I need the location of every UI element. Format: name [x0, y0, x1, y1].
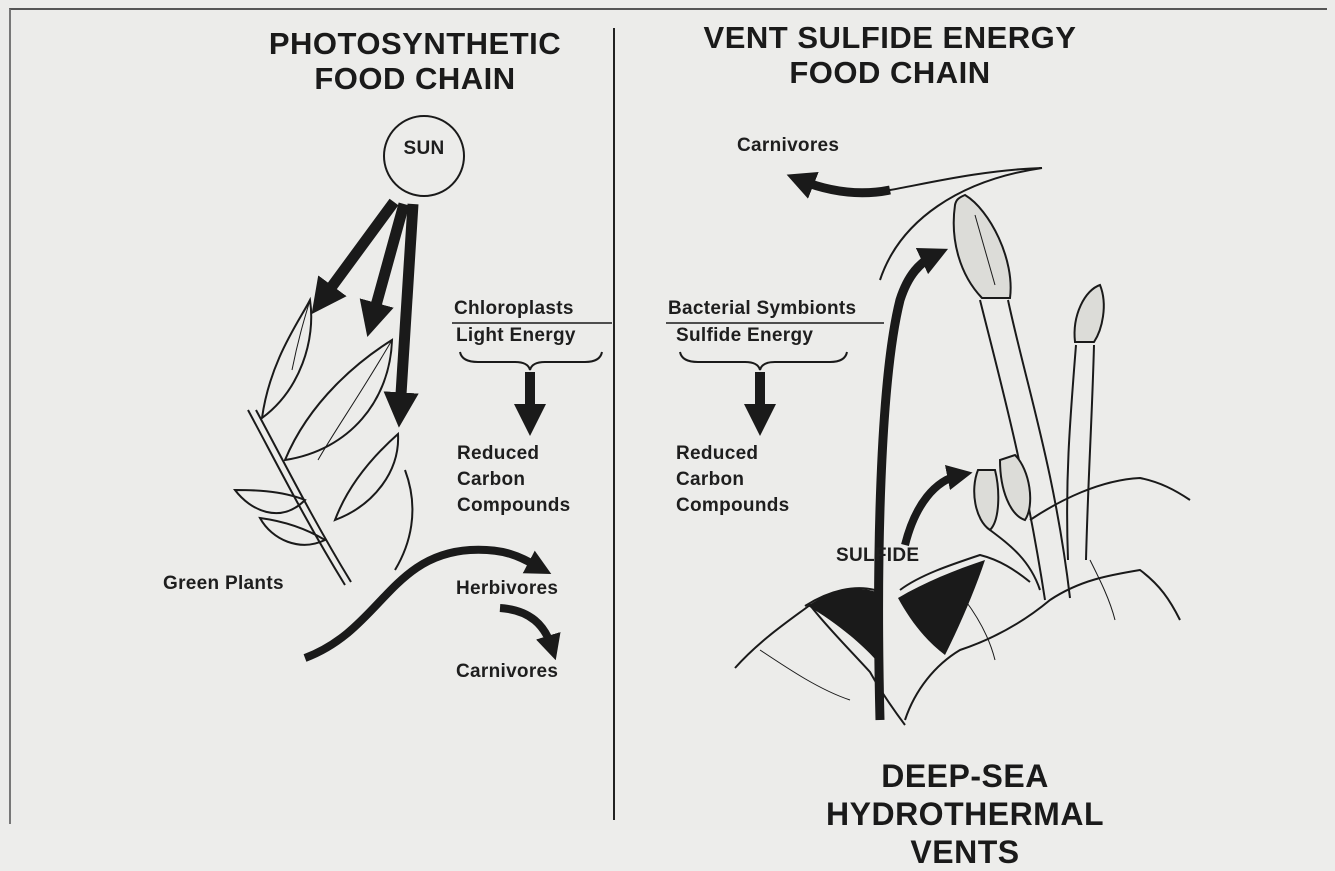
- vent-dark-openings: [808, 560, 985, 660]
- right-reduced-line2: Carbon: [676, 467, 790, 493]
- left-brace: [460, 352, 602, 370]
- right-carnivores-label: Carnivores: [737, 133, 839, 159]
- photosynthetic-title-line2: FOOD CHAIN: [215, 61, 615, 96]
- deep-sea-caption-line2: HYDROTHERMAL VENTS: [770, 795, 1160, 871]
- sulfide-energy-label: Sulfide Energy: [676, 323, 813, 349]
- photosynthetic-title: PHOTOSYNTHETIC FOOD CHAIN: [215, 26, 615, 96]
- sun-label: SUN: [388, 136, 460, 162]
- photosynthetic-title-line1: PHOTOSYNTHETIC: [215, 26, 615, 61]
- chloroplasts-label: Chloroplasts: [454, 296, 574, 322]
- plant-stem-curve: [395, 470, 412, 570]
- diagram-canvas: PHOTOSYNTHETIC FOOD CHAIN VENT SULFIDE E…: [0, 0, 1335, 830]
- green-plants-label: Green Plants: [163, 571, 284, 597]
- vent-title-line1: VENT SULFIDE ENERGY: [690, 20, 1090, 55]
- herbivores-label: Herbivores: [456, 576, 558, 602]
- bacterial-symbionts-label: Bacterial Symbionts: [668, 296, 856, 322]
- left-carnivores-label: Carnivores: [456, 659, 558, 685]
- right-reduced-line1: Reduced: [676, 441, 790, 467]
- diagram-artwork: [0, 0, 1335, 830]
- vent-title-line2: FOOD CHAIN: [690, 55, 1090, 90]
- vent-title: VENT SULFIDE ENERGY FOOD CHAIN: [690, 20, 1090, 90]
- right-reduced-carbon-label: Reduced Carbon Compounds: [676, 441, 790, 519]
- deep-sea-caption: DEEP-SEA HYDROTHERMAL VENTS: [770, 757, 1160, 871]
- right-reduced-line3: Compounds: [676, 493, 790, 519]
- green-plant-illustration: [235, 300, 398, 585]
- sulfide-to-worms-arrow: [905, 475, 960, 545]
- left-reduced-line1: Reduced: [457, 441, 571, 467]
- left-reduced-carbon-label: Reduced Carbon Compounds: [457, 441, 571, 519]
- carnivores-arrow-head: [800, 180, 890, 193]
- sun-ray-arrows: [322, 202, 413, 410]
- sulfide-label: SULFIDE: [836, 543, 919, 569]
- tube-worms-illustration: [954, 195, 1104, 600]
- deep-sea-caption-line1: DEEP-SEA: [770, 757, 1160, 795]
- light-energy-label: Light Energy: [456, 323, 576, 349]
- herbivores-to-carnivores-arrow: [500, 608, 552, 648]
- left-reduced-line3: Compounds: [457, 493, 571, 519]
- right-brace: [680, 352, 847, 370]
- left-reduced-line2: Carbon: [457, 467, 571, 493]
- sulfide-to-tubeworm-arrow: [879, 255, 935, 720]
